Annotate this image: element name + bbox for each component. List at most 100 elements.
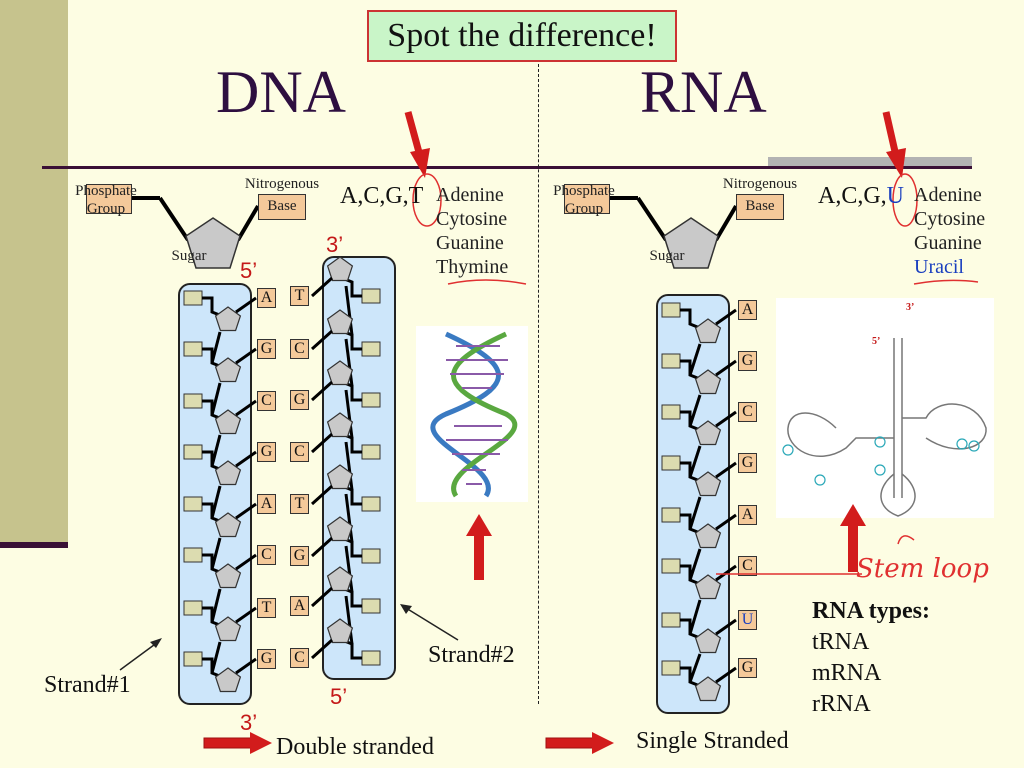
rna-backbone: [680, 618, 701, 640]
dna-s1-base-g: G: [257, 649, 276, 669]
dna-sugar-label: Sugar: [171, 248, 207, 264]
trna-5-label: 5’: [872, 336, 881, 347]
rna-base-link: [715, 308, 737, 326]
thymine-underline: [447, 279, 527, 285]
rna-base-link: [715, 564, 737, 582]
rna-backbone: [688, 653, 702, 683]
rna-base-a: A: [738, 300, 757, 320]
center-divider: [538, 64, 539, 704]
rna-sugar-label: Sugar: [649, 248, 685, 264]
dna-s1-base-g: G: [257, 339, 276, 359]
dna-s2-backbone: [344, 493, 354, 543]
dna-s1-sugar: [214, 306, 242, 332]
rna-base-u: U: [738, 610, 757, 630]
dna-s1-base-link: [235, 399, 257, 417]
rna-base-link: [715, 461, 737, 479]
rna-sugar: [694, 628, 722, 654]
dna-s2-sugar: [326, 516, 354, 542]
rna-nucleotide-diagram: [606, 196, 738, 269]
dna-pointer-arrow: [404, 111, 430, 178]
stem-loop-mark: [897, 535, 915, 545]
dna-s1-base-link: [235, 553, 257, 571]
rna-base-list: Adenine Cytosine Guanine Uracil: [914, 183, 985, 279]
rna-backbone: [688, 445, 702, 478]
rna-nitro-label: Nitrogenous: [722, 176, 798, 192]
dna-s1-backbone: [202, 502, 223, 524]
rna-base-label: Base: [745, 198, 775, 214]
rna-backbone: [680, 410, 701, 432]
dna-s1-base-c: C: [257, 391, 276, 411]
dna-s2-backbone: [344, 441, 354, 491]
dna-s2-sugar: [326, 618, 354, 644]
double-stranded-arrow: [203, 732, 272, 754]
dna-s2-backbone: [344, 389, 354, 439]
dna-s1-base-c: C: [257, 545, 276, 565]
double-helix-illustration: [430, 331, 518, 498]
rna-type-rrna: rRNA: [812, 691, 871, 717]
rna-type-mrna: mRNA: [812, 660, 882, 686]
dna-s1-sugar: [214, 512, 242, 538]
dna-s2-base-link: [310, 329, 334, 351]
dna-s2-base-c: C: [290, 648, 309, 668]
rna-base-cytosine: Cytosine: [914, 208, 986, 230]
dna-s1-sugar: [214, 357, 242, 383]
rna-types-title: RNA types:: [812, 598, 930, 624]
dna-s2-base-t: T: [290, 494, 309, 514]
rna-backbone: [680, 359, 701, 381]
dna-s1-base-g: G: [257, 442, 276, 462]
dna-label-3-bottom: 3’: [240, 710, 258, 735]
dna-s2-base-t: T: [290, 286, 309, 306]
rna-sugar: [694, 318, 722, 344]
dna-s1-sugar: [214, 563, 242, 589]
rna-sugar: [694, 574, 722, 600]
rna-sugar: [694, 676, 722, 702]
rna-base-adenine: Adenine: [914, 184, 982, 206]
rna-type-trna: tRNA: [812, 629, 870, 655]
rna-base-link: [715, 618, 737, 636]
dna-s2-base-link: [310, 432, 334, 454]
dna-s1-backbone: [202, 553, 223, 575]
rna-types: RNA types: tRNA mRNA rRNA: [812, 596, 930, 720]
single-stranded-arrow: [545, 732, 614, 754]
dna-s2-sugar: [326, 464, 354, 490]
dna-s1-backbone: [202, 657, 223, 679]
rna-sequence-prefix: A,C,G,: [818, 183, 887, 209]
rna-backbone: [688, 343, 702, 376]
dna-s2-base-link: [310, 536, 334, 558]
rna-base-g: G: [738, 351, 757, 371]
dna-s1-backbone: [202, 399, 223, 421]
rna-base-a: A: [738, 505, 757, 525]
dna-s1-base-link: [235, 450, 257, 468]
rna-backbone: [688, 599, 702, 635]
dna-s1-base-link: [235, 347, 257, 365]
rna-base-box: [736, 194, 784, 220]
dna-s1-backbone: [202, 606, 223, 628]
helix-up-arrow: [466, 514, 492, 580]
dna-s1-sugar: [214, 616, 242, 642]
single-stranded-label: Single Stranded: [636, 728, 789, 754]
dna-base-adenine: Adenine: [436, 184, 504, 206]
strand-2-label: Strand#2: [428, 642, 515, 668]
dna-base-box: [258, 194, 306, 220]
rna-heading: RNA: [640, 59, 767, 125]
rna-backbone: [688, 394, 702, 427]
dna-s2-backbone: [344, 545, 354, 593]
rna-base-c: C: [738, 402, 757, 422]
rna-base-c: C: [738, 556, 757, 576]
rna-sugar: [694, 369, 722, 395]
strand-1-label: Strand#1: [44, 672, 131, 698]
rna-pointer-arrow: [882, 111, 906, 178]
left-accent-bar: [0, 542, 68, 548]
dna-nitro-label: Nitrogenous: [244, 176, 320, 192]
rna-base-g: G: [738, 453, 757, 473]
dna-label-3-top: 3’: [326, 232, 344, 257]
rna-u-circle: [892, 173, 918, 227]
dna-sequence: A,C,G,T: [340, 183, 424, 209]
rna-sugar: [694, 420, 722, 446]
dna-base-list: Adenine Cytosine Guanine Thymine: [436, 183, 508, 279]
dna-heading: DNA: [216, 59, 346, 125]
dna-s2-backbone: [344, 338, 354, 387]
rna-backbone: [680, 461, 701, 483]
trna-up-arrow: [840, 504, 866, 572]
